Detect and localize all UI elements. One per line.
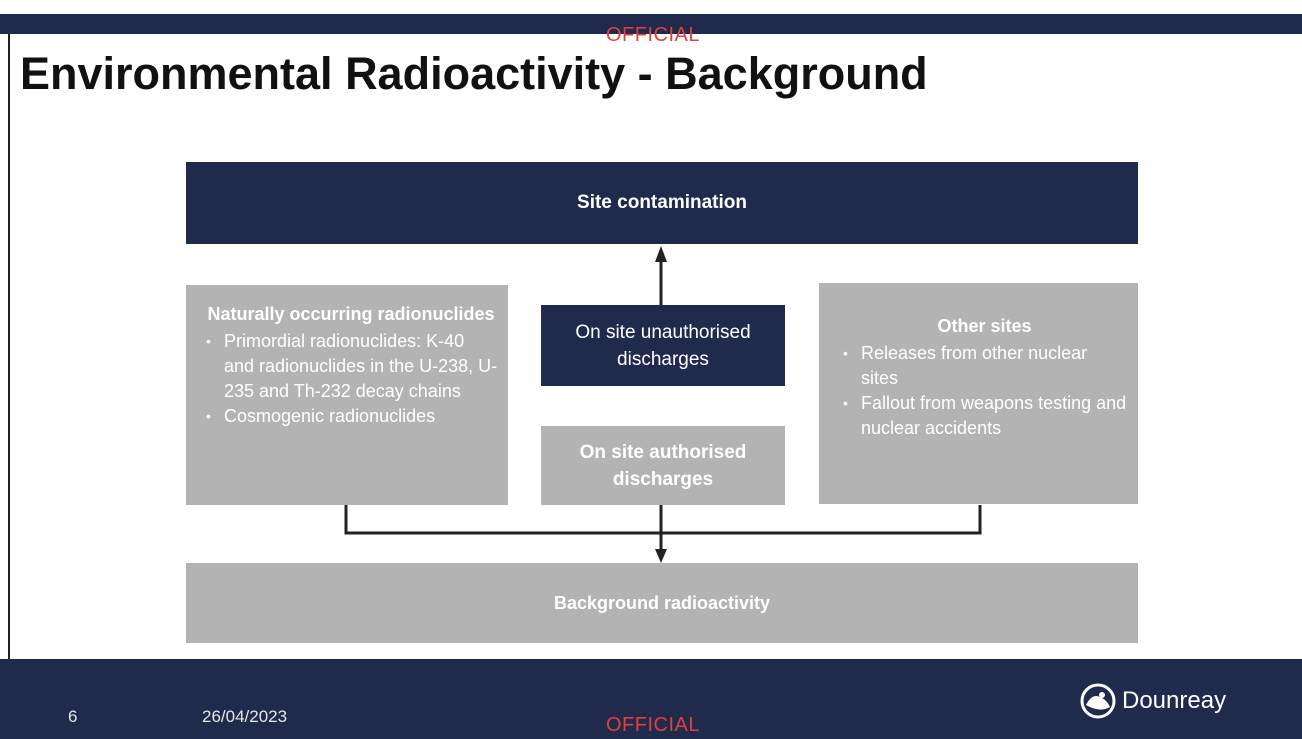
background-radioactivity-box: Background radioactivity — [186, 563, 1138, 643]
list-item: Primordial radionuclides: K-40 and radio… — [206, 329, 498, 404]
left-border-line — [8, 34, 10, 664]
naturally-occurring-list: Primordial radionuclides: K-40 and radio… — [204, 329, 498, 429]
site-contamination-box: Site contamination — [186, 162, 1138, 244]
arrow-head-up — [655, 246, 667, 262]
top-header-bar — [0, 14, 1302, 34]
other-sites-box: Other sites Releases from other nuclear … — [819, 283, 1138, 504]
naturally-occurring-box: Naturally occurring radionuclides Primor… — [186, 285, 508, 505]
site-contamination-label: Site contamination — [577, 192, 747, 213]
dounreay-logo-icon — [1080, 683, 1116, 719]
background-radioactivity-label: Background radioactivity — [553, 592, 771, 613]
list-item: Cosmogenic radionuclides — [206, 404, 498, 429]
other-sites-heading: Other sites — [937, 316, 1032, 336]
list-item: Releases from other nuclear sites — [843, 341, 1128, 391]
arrow-head-down — [655, 549, 667, 563]
page-number: 6 — [68, 707, 78, 726]
footer-bar — [0, 659, 1302, 739]
merge-connector — [344, 505, 982, 535]
slide-title: Environmental Radioactivity - Background — [20, 48, 928, 99]
naturally-occurring-heading: Naturally occurring radionuclides — [207, 304, 495, 324]
slide-date: 26/04/2023 — [202, 707, 288, 726]
unauthorised-discharges-box: On site unauthorised discharges — [541, 305, 785, 386]
security-marking-bottom: OFFICIAL — [606, 714, 701, 736]
other-sites-list: Releases from other nuclear sites Fallou… — [841, 341, 1128, 441]
authorised-discharges-box: On site authorised discharges — [541, 426, 785, 505]
list-item: Fallout from weapons testing and nuclear… — [843, 391, 1128, 441]
authorised-discharges-label: On site authorised discharges — [579, 441, 747, 490]
security-marking-top: OFFICIAL — [606, 24, 701, 46]
dounreay-logo: Dounreay — [1080, 683, 1226, 719]
dounreay-logo-text: Dounreay — [1122, 687, 1227, 714]
unauthorised-discharges-label: On site unauthorised discharges — [575, 321, 751, 370]
